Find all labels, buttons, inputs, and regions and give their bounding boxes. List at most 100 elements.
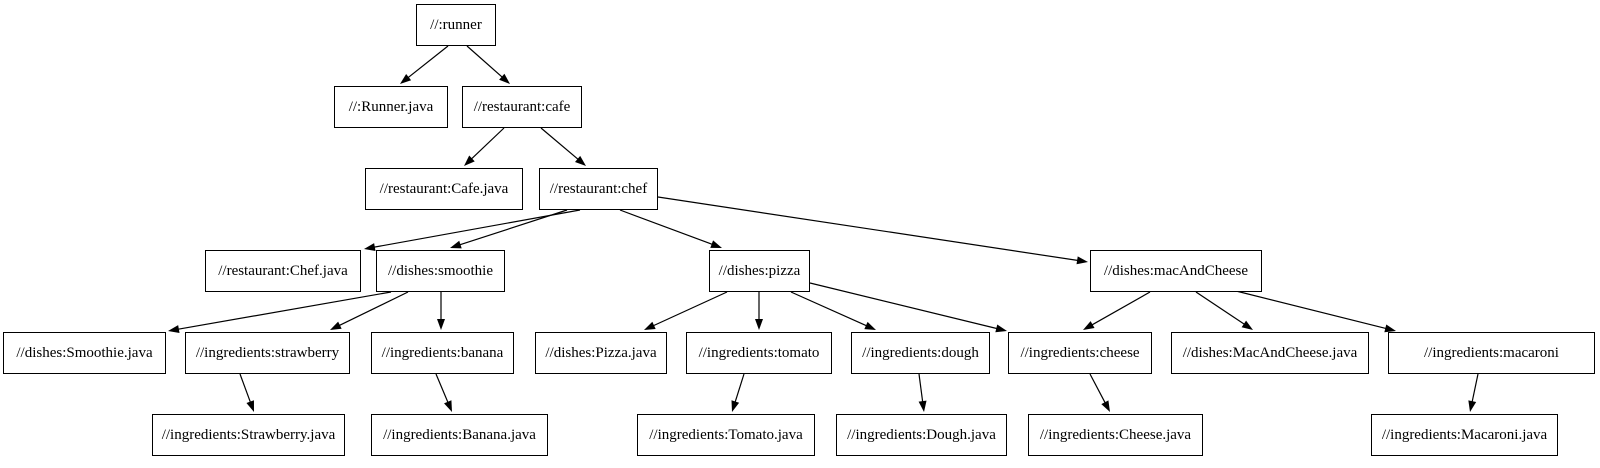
graph-node-label: //ingredients:dough [862,344,979,361]
edge-line [1231,289,1388,330]
graph-edge-runner-to-restaurant_cafe [466,45,510,84]
edge-arrowhead [918,400,927,412]
edge-line [1089,373,1107,405]
edge-arrowhead [864,321,876,330]
graph-edge-ing_strawberry-to-strawberry_java [239,373,254,412]
edge-line [239,373,252,404]
edge-line [540,127,580,161]
graph-node-label: //ingredients:banana [381,344,504,361]
graph-node-dough_java[interactable]: //ingredients:Dough.java [836,414,1007,456]
edge-arrowhead [364,243,376,251]
graph-node-ing_banana[interactable]: //ingredients:banana [371,332,514,374]
graph-node-runner_java[interactable]: //:Runner.java [334,86,448,128]
graph-node-dishes_mac[interactable]: //dishes:macAndCheese [1090,250,1262,292]
edge-line [466,45,504,79]
graph-node-ing_strawberry[interactable]: //ingredients:strawberry [185,332,350,374]
graph-node-restaurant_chef[interactable]: //restaurant:chef [539,168,658,210]
edge-line [809,282,999,330]
edge-arrowhead [1083,321,1095,330]
edge-arrowhead [575,155,586,166]
edge-line [458,209,568,246]
edge-arrowhead [450,240,462,249]
graph-node-label: //dishes:pizza [718,262,801,279]
graph-edge-ing_tomato-to-tomato_java [731,373,745,412]
graph-node-strawberry_java[interactable]: //ingredients:Strawberry.java [152,414,345,456]
edge-arrowhead [330,321,342,330]
edge-line [1195,291,1246,326]
edge-arrowhead [464,155,475,166]
edge-arrowhead [400,74,412,84]
graph-node-label: //:Runner.java [348,98,434,115]
edge-line [337,291,409,327]
graph-edge-restaurant_cafe-to-restaurant_chef [540,127,586,166]
edge-arrowhead [499,73,510,84]
edge-arrowhead [1241,320,1253,330]
graph-node-label: //dishes:MacAndCheese.java [1182,344,1358,361]
edge-arrowhead [246,400,254,412]
graph-node-mac_java[interactable]: //dishes:MacAndCheese.java [1171,332,1369,374]
edge-line [734,373,745,404]
graph-node-chef_java[interactable]: //restaurant:Chef.java [205,250,361,292]
graph-node-cafe_java[interactable]: //restaurant:Cafe.java [365,168,523,210]
graph-node-macaroni_java[interactable]: //ingredients:Macaroni.java [1371,414,1558,456]
graph-edge-ing_macaroni-to-macaroni_java [1468,373,1479,412]
graph-node-label: //ingredients:Cheese.java [1039,426,1192,443]
edge-arrowhead [437,319,445,330]
graph-node-ing_cheese[interactable]: //ingredients:cheese [1008,332,1152,374]
graph-node-label: //restaurant:Chef.java [218,262,348,279]
graph-edge-dishes_pizza-to-ing_tomato [755,292,763,330]
graph-edge-ing_banana-to-banana_java [435,373,452,412]
edge-line [651,291,728,327]
graph-node-smoothie_java[interactable]: //dishes:Smoothie.java [3,332,166,374]
graph-node-dishes_pizza[interactable]: //dishes:pizza [709,250,810,292]
graph-edge-restaurant_chef-to-chef_java [364,209,581,251]
graph-edge-dishes_mac-to-ing_cheese [1083,291,1151,330]
graph-edge-dishes_smoothie-to-ing_banana [437,292,445,330]
graph-node-ing_tomato[interactable]: //ingredients:tomato [686,332,832,374]
graph-edge-dishes_pizza-to-ing_dough [790,291,876,330]
edge-line [1090,291,1151,327]
graph-node-label: //dishes:Smoothie.java [16,344,153,361]
edge-line [619,209,714,246]
edge-line [435,373,450,404]
graph-edge-ing_cheese-to-cheese_java [1089,373,1110,412]
graph-node-restaurant_cafe[interactable]: //restaurant:cafe [462,86,582,128]
graph-node-label: //restaurant:chef [549,180,648,197]
graph-node-label: //restaurant:cafe [473,98,571,115]
graph-edge-dishes_pizza-to-ing_cheese [809,282,1007,333]
graph-node-label: //ingredients:Banana.java [383,426,536,443]
graph-node-ing_macaroni[interactable]: //ingredients:macaroni [1388,332,1595,374]
edge-arrowhead [1101,400,1110,412]
graph-node-tomato_java[interactable]: //ingredients:Tomato.java [637,414,815,456]
edge-line [406,45,449,79]
graph-node-label: //ingredients:Dough.java [847,426,996,443]
graph-node-pizza_java[interactable]: //dishes:Pizza.java [535,332,667,374]
graph-node-label: //ingredients:Tomato.java [649,426,803,443]
edge-arrowhead [644,321,656,330]
graph-node-label: //ingredients:Macaroni.java [1381,426,1548,443]
graph-node-label: //dishes:smoothie [388,262,493,279]
graph-node-dishes_smoothie[interactable]: //dishes:smoothie [376,250,505,292]
graph-node-label: //ingredients:cheese [1020,344,1140,361]
edge-arrowhead [755,319,763,330]
graph-edge-restaurant_cafe-to-cafe_java [464,127,505,166]
edge-line [372,209,581,248]
graph-edge-dishes_mac-to-ing_macaroni [1231,289,1396,333]
edge-line [470,127,505,161]
graph-node-label: //ingredients:tomato [698,344,820,361]
graph-node-ing_dough[interactable]: //ingredients:dough [851,332,990,374]
edge-arrowhead [710,240,722,248]
graph-edge-restaurant_chef-to-dishes_smoothie [450,209,568,249]
graph-node-runner[interactable]: //:runner [416,4,496,46]
edge-arrowhead [444,400,452,412]
graph-edge-runner-to-runner_java [400,45,449,84]
graph-node-cheese_java[interactable]: //ingredients:Cheese.java [1028,414,1203,456]
graph-node-banana_java[interactable]: //ingredients:Banana.java [371,414,548,456]
graph-edge-ing_dough-to-dough_java [918,373,927,412]
edge-arrowhead [1076,256,1088,265]
graph-node-label: //dishes:Pizza.java [545,344,657,361]
graph-node-label: //ingredients:Strawberry.java [161,426,336,443]
graph-node-label: //ingredients:strawberry [195,344,340,361]
